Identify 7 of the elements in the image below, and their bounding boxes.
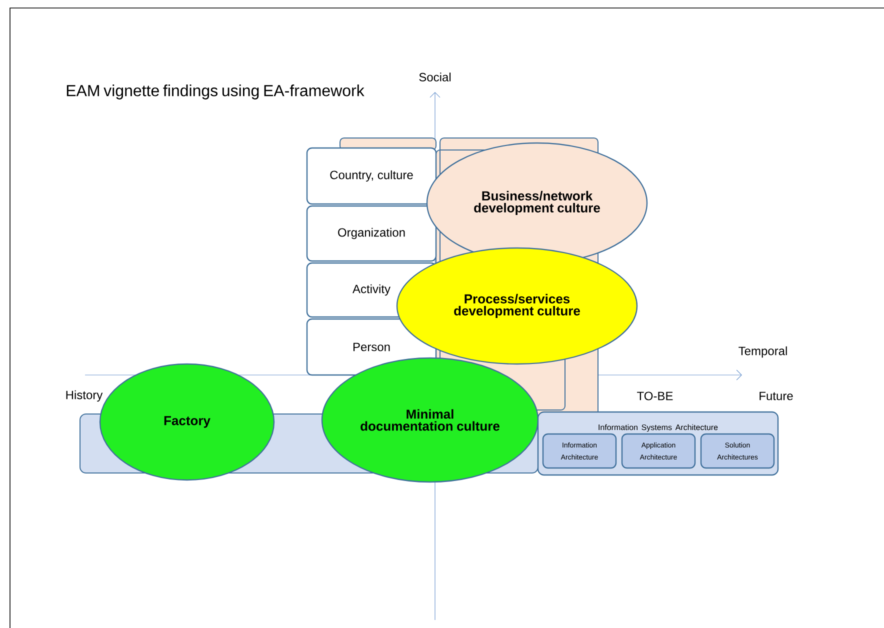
title: EAM vignette findings using EA-framework	[66, 84, 364, 100]
axis-label: Social	[419, 72, 451, 82]
layer-box: Country, culture	[306, 147, 437, 205]
axis-label: Future	[760, 392, 793, 400]
layer-box: Organization	[306, 205, 437, 262]
axis-label: Temporal	[738, 346, 787, 358]
phase-label: TO-BE	[637, 392, 673, 400]
